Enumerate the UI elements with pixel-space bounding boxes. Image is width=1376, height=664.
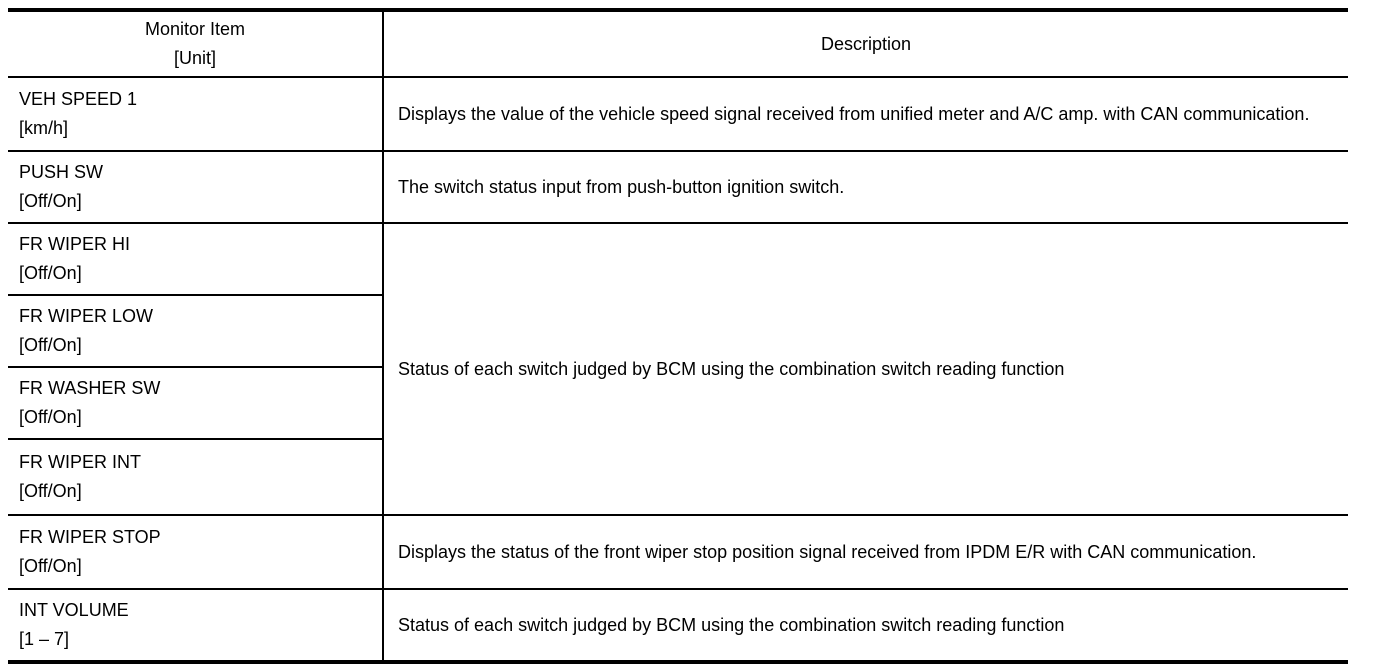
monitor-item-name: FR WIPER HI: [19, 234, 130, 254]
monitor-item-unit: [Off/On]: [19, 556, 82, 576]
monitor-item-name: PUSH SW: [19, 162, 104, 182]
monitor-item-name: FR WIPER STOP: [19, 527, 161, 547]
monitor-item-cell: VEH SPEED 1 [km/h]: [8, 77, 383, 152]
description-cell: The switch status input from push-button…: [382, 151, 1348, 224]
monitor-item-cell: FR WIPER LOW [Off/On]: [8, 295, 383, 368]
monitor-item-header-cell: Monitor Item [Unit]: [8, 10, 383, 78]
table-row: VEH SPEED 1 [km/h] Displays the value of…: [8, 77, 1348, 152]
description-cell: Displays the value of the vehicle speed …: [382, 77, 1348, 152]
monitor-item-unit: [km/h]: [19, 118, 69, 138]
description-cell-merged: Status of each switch judged by BCM usin…: [382, 223, 1348, 516]
table-row: FR WASHER SW [Off/On]: [8, 367, 1348, 440]
table-row: FR WIPER HI [Off/On] Status of each swit…: [8, 223, 1348, 516]
monitor-item-unit: [Off/On]: [19, 407, 82, 427]
monitor-item-table: Monitor Item [Unit] Description VEH SPEE…: [8, 8, 1348, 664]
monitor-item-cell: INT VOLUME [1 – 7]: [8, 589, 383, 663]
monitor-item-cell: FR WIPER HI [Off/On]: [8, 223, 383, 296]
monitor-item-cell: PUSH SW [Off/On]: [8, 151, 383, 224]
description-cell: Displays the status of the front wiper s…: [382, 515, 1348, 590]
monitor-item-name: VEH SPEED 1: [19, 89, 138, 109]
monitor-item-unit: [Off/On]: [19, 191, 82, 211]
monitor-item-cell: FR WASHER SW [Off/On]: [8, 367, 383, 440]
description-header-cell: Description: [382, 10, 1348, 78]
monitor-item-cell: FR WIPER INT [Off/On]: [8, 439, 383, 516]
monitor-item-unit: [Off/On]: [19, 481, 82, 501]
table-row: FR WIPER STOP [Off/On] Displays the stat…: [8, 515, 1348, 590]
monitor-item-header-unit: [Unit]: [173, 48, 216, 68]
monitor-item-cell: FR WIPER STOP [Off/On]: [8, 515, 383, 590]
description-cell: Status of each switch judged by BCM usin…: [382, 589, 1348, 663]
table-row: INT VOLUME [1 – 7] Status of each switch…: [8, 589, 1348, 663]
table-row: FR WIPER LOW [Off/On]: [8, 295, 1348, 368]
monitor-item-name: FR WIPER LOW: [19, 306, 153, 326]
monitor-item-name: INT VOLUME: [19, 600, 129, 620]
monitor-item-name: FR WIPER INT: [19, 452, 141, 472]
header-row: Monitor Item [Unit] Description: [8, 10, 1348, 78]
table-row: PUSH SW [Off/On] The switch status input…: [8, 151, 1348, 224]
monitor-item-name: FR WASHER SW: [19, 378, 161, 398]
monitor-item-unit: [1 – 7]: [19, 629, 70, 649]
monitor-item-unit: [Off/On]: [19, 335, 82, 355]
monitor-item-unit: [Off/On]: [19, 263, 82, 283]
monitor-item-header-label: Monitor Item: [144, 19, 246, 39]
table-row: FR WIPER INT [Off/On]: [8, 439, 1348, 516]
